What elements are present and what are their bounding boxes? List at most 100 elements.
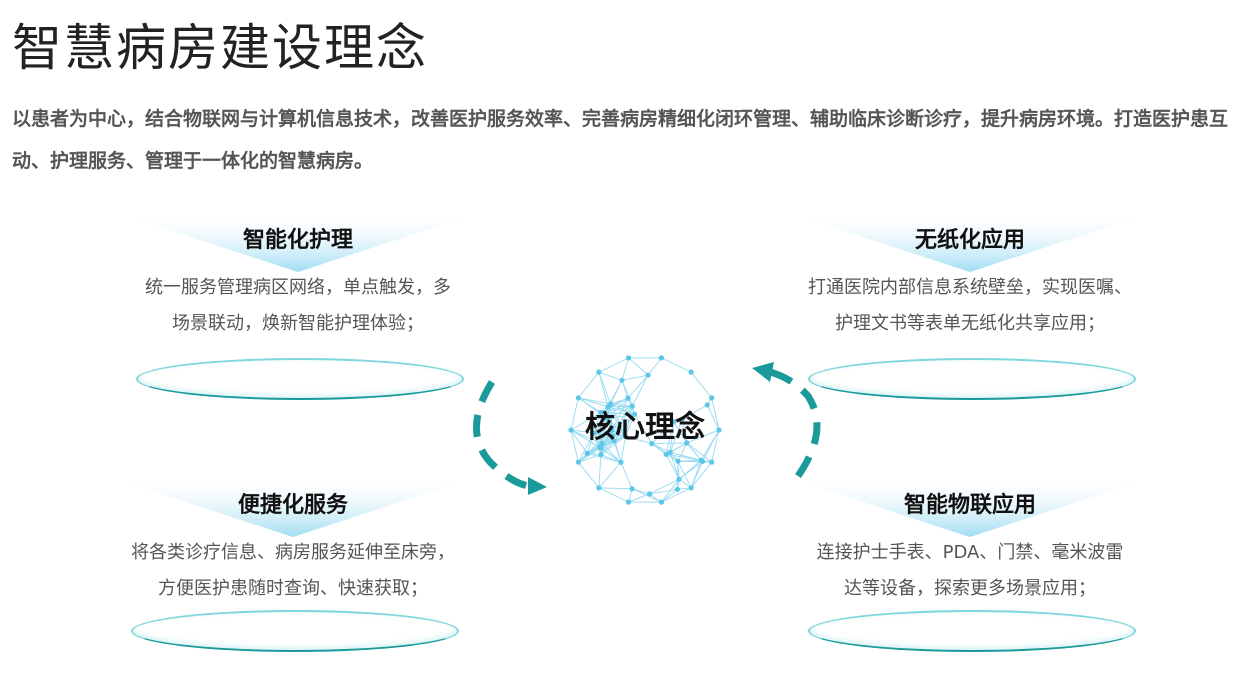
network-edge (570, 411, 602, 431)
network-edge (570, 429, 579, 463)
network-edge (702, 429, 720, 462)
network-node (598, 451, 604, 458)
arrowhead-up-left-icon (752, 362, 774, 382)
network-node (598, 445, 604, 451)
network-edge (620, 436, 627, 463)
network-edge (600, 412, 603, 444)
network-edge (593, 412, 602, 434)
quadrant-title: 无纸化应用 (914, 228, 1025, 253)
network-node (629, 403, 635, 409)
network-node (688, 369, 694, 375)
network-edge (627, 374, 649, 399)
network-node (704, 402, 710, 408)
network-edge (661, 357, 692, 373)
network-edge (661, 488, 678, 503)
banner-triangle (780, 210, 1160, 272)
banner-triangle (103, 475, 483, 537)
network-node (658, 355, 665, 361)
network-edge (673, 421, 688, 444)
network-node (568, 427, 574, 433)
network-edge (665, 421, 674, 455)
desc-line: 将各类诊疗信息、病房服务延伸至床旁， (131, 542, 455, 563)
network-edge (586, 429, 613, 454)
platform-ellipse (808, 358, 1136, 400)
intro-text: 以患者为中心，结合物联网与计算机信息技术，改善医护服务效率、完善病房精细化闭环管… (12, 108, 1229, 172)
quadrant-title: 智能化护理 (242, 228, 353, 253)
network-edge (628, 357, 649, 376)
network-edge (649, 488, 678, 495)
network-edge (598, 371, 623, 381)
network-edge (577, 371, 600, 399)
network-edge (665, 454, 680, 480)
network-edge (690, 461, 713, 489)
platform-ellipse (136, 358, 464, 400)
network-node (599, 441, 605, 447)
network-edge (601, 418, 609, 444)
network-node (618, 459, 624, 465)
core-concept-label: 核心理念 (585, 410, 705, 445)
network-edge (651, 443, 667, 455)
network-globe-icon (568, 355, 722, 505)
network-edge (625, 406, 633, 437)
network-edge (631, 374, 649, 407)
network-edge (661, 487, 692, 503)
network-edge (621, 357, 630, 381)
network-edge (587, 452, 622, 463)
network-node (607, 401, 614, 407)
quadrant-title: 智能物联应用 (903, 493, 1036, 518)
network-node (645, 372, 651, 378)
network-node (667, 449, 673, 455)
network-edge (612, 405, 633, 437)
network-node (649, 441, 655, 447)
network-edge (677, 461, 680, 480)
network-edge (649, 478, 680, 495)
banner-triangle (108, 210, 488, 272)
network-edge (621, 380, 629, 399)
network-edge (631, 488, 650, 495)
network-node (709, 395, 715, 401)
network-edge (600, 397, 629, 413)
network-edge (686, 442, 712, 463)
network-node (596, 485, 602, 491)
network-edge (669, 419, 683, 453)
network-edge (711, 429, 720, 463)
desc-line: 护理文书等表单无纸化共享应用； (835, 313, 1105, 334)
network-node (625, 499, 632, 505)
desc-line: 方便医护患随时查询、快速获取； (158, 578, 428, 599)
network-edge (625, 435, 652, 445)
network-node (609, 433, 616, 439)
network-node (609, 427, 615, 433)
quadrant-description: 打通医院内部信息系统壁垒，实现医嘱、 护理文书等表单无纸化共享应用； (780, 270, 1160, 342)
network-node (699, 458, 706, 465)
network-edge (610, 403, 626, 437)
network-node (663, 451, 669, 457)
quadrant-description: 连接护士手表、PDA、门禁、毫米波雷 达等设备，探索更多场景应用； (780, 535, 1160, 607)
network-edge (669, 421, 674, 453)
network-node (675, 458, 681, 464)
network-node (584, 450, 590, 456)
desc-line: 连接护士手表、PDA、门禁、毫米波雷 (816, 542, 1124, 563)
desc-line: 达等设备，探索更多场景应用； (844, 578, 1096, 599)
network-edge (647, 357, 662, 376)
network-edge (598, 357, 629, 373)
network-edge (598, 487, 633, 490)
network-edge (690, 461, 703, 489)
network-node (619, 377, 625, 383)
network-edge (711, 397, 720, 431)
network-edge (686, 429, 720, 444)
network-edge (586, 432, 595, 454)
network-edge (570, 429, 588, 454)
network-edge (625, 414, 636, 437)
network-node (575, 459, 581, 465)
network-edge (577, 461, 600, 489)
network-node (670, 419, 677, 425)
network-node (598, 409, 604, 415)
network-node (716, 427, 722, 433)
platform-ellipse (131, 610, 459, 652)
network-node (622, 433, 629, 439)
desc-line: 统一服务管理病区网络，单点触发，多 (145, 277, 451, 298)
network-edge (607, 418, 613, 437)
network-edge (690, 371, 713, 399)
network-edge (634, 414, 653, 444)
